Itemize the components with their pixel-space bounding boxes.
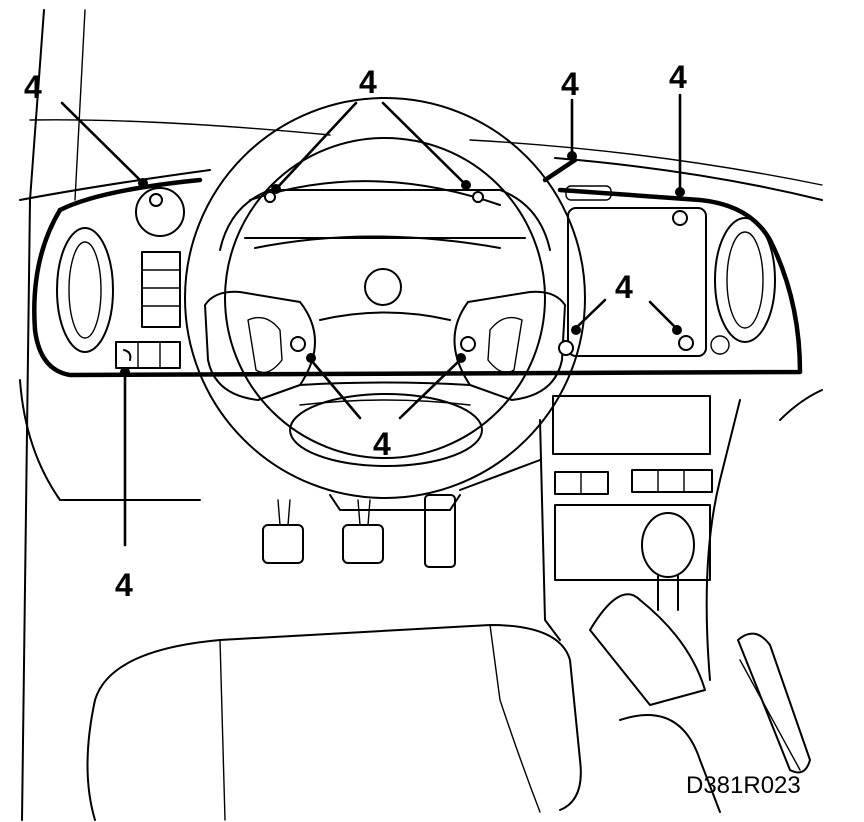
leader-lines (60, 93, 685, 547)
callout-steering-bottom: 4 (373, 426, 391, 462)
callout-labels: 4 4 4 4 4 4 4 (24, 59, 687, 603)
dashboard-line-art (19, 9, 823, 821)
callout-lower-left: 4 (115, 567, 133, 603)
callout-steering-top: 4 (359, 64, 377, 100)
callout-upper-right: 4 (669, 59, 687, 95)
figure-code: D381R023 (686, 772, 801, 799)
callout-right-center: 4 (615, 269, 633, 305)
callout-upper-left: 4 (24, 69, 42, 105)
callout-dash-top: 4 (561, 66, 579, 102)
